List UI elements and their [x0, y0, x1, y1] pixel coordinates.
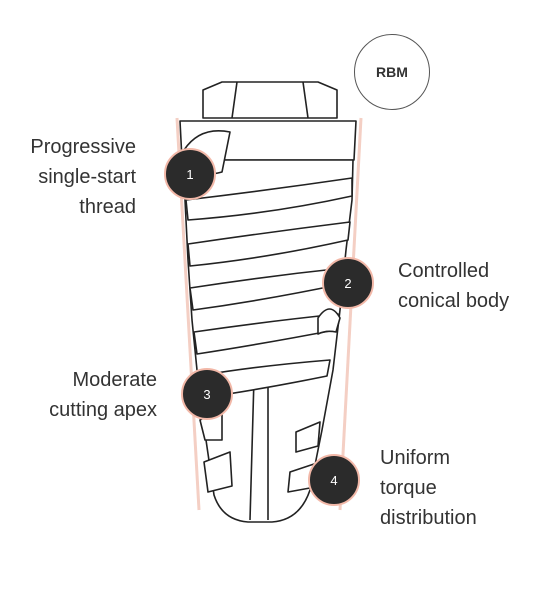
- callout-4-line-3: distribution: [380, 507, 477, 529]
- callout-3-line-2: cutting apex: [49, 399, 157, 421]
- callout-badge-2: 2: [322, 257, 374, 309]
- callout-4-line-1: Uniform: [380, 447, 451, 469]
- callout-1-line-1: Progressive: [30, 136, 136, 158]
- callout-1-line-2: single-start: [38, 166, 136, 188]
- callout-badge-3: 3: [181, 368, 233, 420]
- callout-3-line-1: Moderate: [72, 369, 158, 391]
- callout-number-3: 3: [203, 386, 211, 402]
- callout-label-1: Progressive single-start thread: [0, 132, 136, 222]
- rbm-label: RBM: [376, 64, 408, 80]
- callout-badge-1: 1: [164, 148, 216, 200]
- callout-badge-4: 4: [308, 454, 360, 506]
- callout-2-line-1: Controlled: [398, 260, 490, 282]
- callout-number-1: 1: [186, 166, 194, 182]
- callout-number-4: 4: [330, 472, 338, 488]
- callout-2-line-2: conical body: [398, 290, 510, 312]
- callout-1-line-3: thread: [79, 196, 136, 218]
- implant-threads: [183, 130, 353, 493]
- callout-4-line-2: torque: [380, 477, 437, 499]
- callout-number-2: 2: [344, 275, 352, 291]
- taper-line-right: [338, 117, 363, 511]
- rbm-badge: RBM: [354, 34, 430, 110]
- callout-label-4: Uniform torque distribution: [380, 443, 530, 533]
- callout-label-3: Moderate cutting apex: [0, 365, 157, 425]
- callout-label-2: Controlled conical body: [398, 256, 548, 316]
